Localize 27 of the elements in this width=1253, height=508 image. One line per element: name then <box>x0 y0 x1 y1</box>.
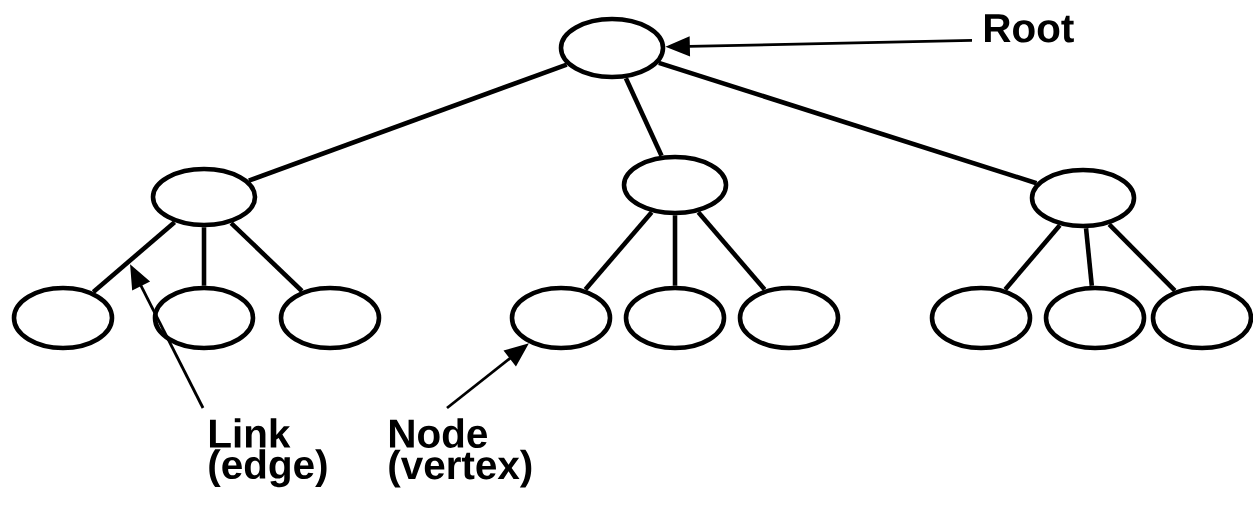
tree-node-ellipse <box>621 154 729 216</box>
tree-link <box>696 210 767 292</box>
tree-node-ellipse <box>929 285 1033 351</box>
tree-link <box>672 215 678 286</box>
tree-node-ellipse <box>1043 285 1147 351</box>
tree-link <box>248 62 568 183</box>
tree-link <box>1003 223 1062 292</box>
tree-link <box>229 221 304 293</box>
tree-link <box>201 227 207 286</box>
tree-link <box>658 60 1038 186</box>
tree-node-ellipse <box>737 285 841 351</box>
tree-node-ellipse <box>1029 167 1137 229</box>
tree-node-ellipse <box>558 16 666 80</box>
tree-node-ellipse <box>150 166 258 228</box>
callout-label: Link (edge) <box>209 418 327 488</box>
tree-link <box>1083 228 1095 286</box>
tree-node-ellipse <box>278 285 382 351</box>
tree-link <box>583 210 654 292</box>
tree-node-ellipse <box>152 285 256 351</box>
tree-link <box>91 220 177 294</box>
tree-link <box>1107 222 1177 293</box>
tree-node-ellipse <box>11 285 115 351</box>
tree-node-ellipse <box>509 285 613 351</box>
tree-node-ellipse <box>623 285 727 351</box>
tree-link <box>623 77 664 157</box>
callout-label: Root <box>985 14 1074 43</box>
callout-label: Node (vertex) <box>389 418 532 488</box>
